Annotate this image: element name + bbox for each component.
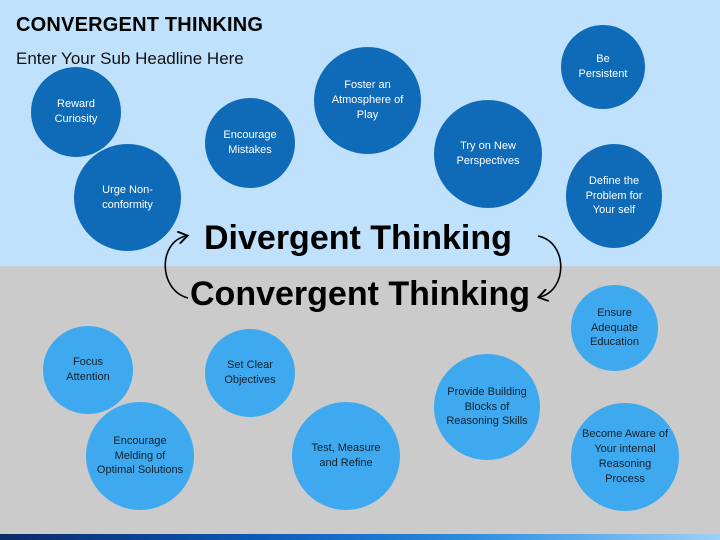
convergent-item: Provide Building Blocks of Reasoning Ski… — [434, 354, 540, 460]
convergent-thinking-label: Convergent Thinking — [190, 275, 530, 313]
divergent-item: Encourage Mistakes — [205, 98, 295, 188]
page-subtitle: Enter Your Sub Headline Here — [16, 49, 244, 68]
divergent-thinking-label: Divergent Thinking — [204, 219, 512, 257]
convergent-item: Ensure Adequate Education — [571, 285, 658, 371]
divergent-item: Be Persistent — [561, 25, 645, 109]
divergent-item: Urge Non-conformity — [74, 144, 181, 251]
page-title: CONVERGENT THINKING — [16, 14, 264, 36]
divergent-item: Foster an Atmosphere of Play — [314, 47, 421, 154]
convergent-item: Encourage Melding of Optimal Solutions — [86, 402, 194, 510]
convergent-item: Test, Measure and Refine — [292, 402, 400, 510]
convergent-item: Become Aware of Your internal Reasoning … — [571, 403, 679, 511]
convergent-item: Focus Attention — [43, 326, 133, 414]
convergent-item: Set Clear Objectives — [205, 329, 295, 417]
divergent-item: Define the Problem for Your self — [566, 144, 662, 248]
divergent-item: Try on New Perspectives — [434, 100, 542, 208]
footer-gradient-bar — [0, 534, 720, 540]
divergent-item: Reward Curiosity — [31, 67, 121, 157]
